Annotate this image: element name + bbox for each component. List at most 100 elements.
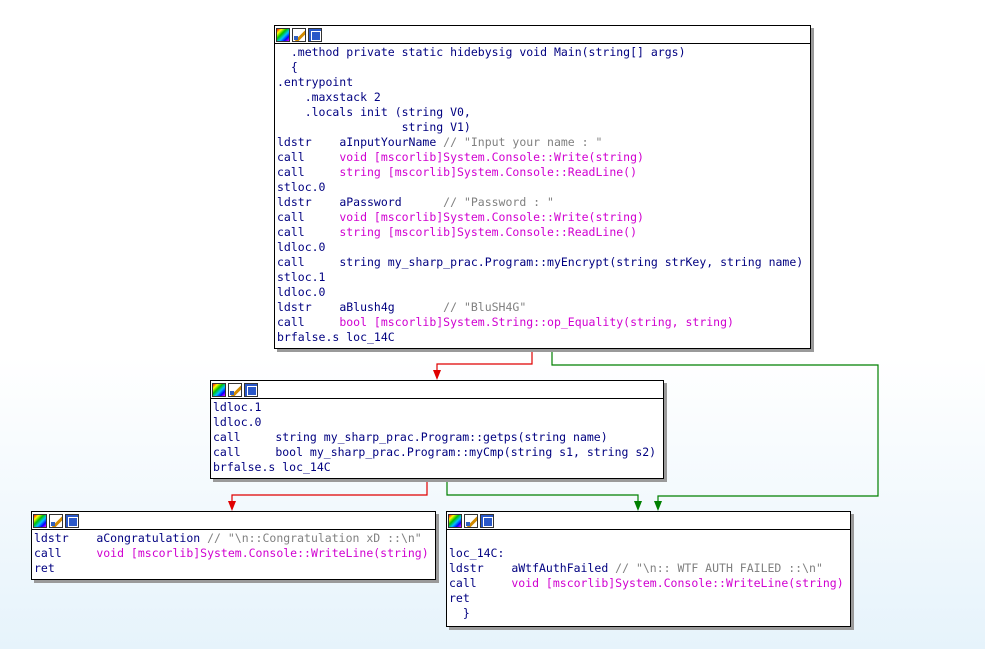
code-token: // "\n:: WTF AUTH FAILED ::\n" xyxy=(608,561,823,575)
code-token: { xyxy=(277,60,298,74)
graph-icon[interactable] xyxy=(480,513,494,528)
code-token: .maxstack 2 xyxy=(277,90,381,104)
color-icon[interactable] xyxy=(276,27,290,42)
node-header xyxy=(447,512,850,530)
code-token: ret xyxy=(449,591,470,605)
code-line[interactable]: call void [mscorlib]System.Console::Writ… xyxy=(277,210,808,225)
code-line[interactable]: brfalse.s loc_14C xyxy=(277,330,808,345)
code-token: call xyxy=(277,225,340,239)
code-token: // "Input your name : " xyxy=(436,135,603,149)
code-line[interactable]: ldloc.0 xyxy=(277,240,808,255)
code-line[interactable]: .locals init (string V0, xyxy=(277,105,808,120)
code-token: ldloc.1 xyxy=(213,400,262,414)
code-line[interactable]: { xyxy=(277,60,808,75)
code-line[interactable]: ldstr aPassword // "Password : " xyxy=(277,195,808,210)
code-line[interactable]: call bool my_sharp_prac.Program::myCmp(s… xyxy=(213,445,661,460)
code-line[interactable]: call string [mscorlib]System.Console::Re… xyxy=(277,165,808,180)
code-token: ldloc.0 xyxy=(213,415,262,429)
code-line[interactable]: ret xyxy=(34,561,433,576)
code-token: ldstr xyxy=(34,531,97,545)
code-token: .method private static hidebysig void Ma… xyxy=(277,45,686,59)
code-token: loc_14C: xyxy=(449,546,505,560)
color-icon[interactable] xyxy=(33,513,47,528)
graph-icon[interactable] xyxy=(244,382,258,397)
code-token: ret xyxy=(34,561,55,575)
code-line[interactable]: ret xyxy=(449,591,848,606)
code-line[interactable]: ldloc.0 xyxy=(213,415,661,430)
code-token: stloc.0 xyxy=(277,180,326,194)
code-token: string [mscorlib]System.Console::ReadLin… xyxy=(339,165,638,179)
code-token: string my_sharp_prac.Program::myEncrypt(… xyxy=(339,255,804,269)
code-token: } xyxy=(449,606,470,620)
node-header xyxy=(211,381,663,399)
code-line[interactable]: call void [mscorlib]System.Console::Writ… xyxy=(449,576,848,591)
color-icon[interactable] xyxy=(212,382,226,397)
code-token: // "\n::Congratulation xD ::\n" xyxy=(200,531,422,545)
code-line[interactable]: .maxstack 2 xyxy=(277,90,808,105)
code-line[interactable]: brfalse.s loc_14C xyxy=(213,460,661,475)
code-line[interactable]: } xyxy=(449,606,848,621)
code-token: call xyxy=(213,445,276,459)
code-token: stloc.1 xyxy=(277,270,326,284)
code-token: .locals init (string V0, xyxy=(277,105,471,119)
code-line[interactable]: ldloc.1 xyxy=(213,400,661,415)
edit-icon[interactable] xyxy=(464,513,478,528)
code-line[interactable]: stloc.1 xyxy=(277,270,808,285)
color-icon[interactable] xyxy=(448,513,462,528)
code-token: bool my_sharp_prac.Program::myCmp(string… xyxy=(275,445,657,459)
code-line[interactable]: ldstr aInputYourName // "Input your name… xyxy=(277,135,808,150)
code-token: void [mscorlib]System.Console::Write(str… xyxy=(339,210,644,224)
edit-icon[interactable] xyxy=(49,513,63,528)
code-token: .entrypoint xyxy=(277,75,354,89)
code-line[interactable]: string V1) xyxy=(277,120,808,135)
edit-icon[interactable] xyxy=(228,382,242,397)
code-token: void [mscorlib]System.Console::WriteLine… xyxy=(511,576,844,590)
code-token: call xyxy=(449,576,512,590)
code-token: string my_sharp_prac.Program::getps(stri… xyxy=(275,430,608,444)
code-line[interactable] xyxy=(449,531,848,546)
code-token: call xyxy=(34,546,97,560)
code-token: ldstr xyxy=(449,561,512,575)
code-token: ldloc.0 xyxy=(277,285,326,299)
code-line[interactable]: call string my_sharp_prac.Program::myEnc… xyxy=(277,255,808,270)
code-token: call xyxy=(213,430,276,444)
code-line[interactable]: ldstr aWtfAuthFailed // "\n:: WTF AUTH F… xyxy=(449,561,848,576)
node-header xyxy=(275,26,810,44)
edit-icon[interactable] xyxy=(292,27,306,42)
code-listing: loc_14C:ldstr aWtfAuthFailed // "\n:: WT… xyxy=(447,530,850,621)
code-token: brfalse.s loc_14C xyxy=(277,330,395,344)
code-line[interactable]: ldstr aCongratulation // "\n::Congratula… xyxy=(34,531,433,546)
code-line[interactable]: loc_14C: xyxy=(449,546,848,561)
code-line[interactable]: ldstr aBlush4g // "BluSH4G" xyxy=(277,300,808,315)
code-token: call xyxy=(277,255,340,269)
code-token: aBlush4g xyxy=(339,300,437,314)
code-token: bool [mscorlib]System.String::op_Equalit… xyxy=(339,315,734,329)
fail-block[interactable]: loc_14C:ldstr aWtfAuthFailed // "\n:: WT… xyxy=(446,511,851,627)
code-line[interactable]: stloc.0 xyxy=(277,180,808,195)
code-line[interactable]: .method private static hidebysig void Ma… xyxy=(277,45,808,60)
code-token: call xyxy=(277,150,340,164)
code-token: // "BluSH4G" xyxy=(436,300,527,314)
code-line[interactable]: call void [mscorlib]System.Console::Writ… xyxy=(34,546,433,561)
code-token: string V1) xyxy=(277,120,471,134)
graph-icon[interactable] xyxy=(65,513,79,528)
code-line[interactable]: call string [mscorlib]System.Console::Re… xyxy=(277,225,808,240)
code-token: void [mscorlib]System.Console::Write(str… xyxy=(339,150,644,164)
edge-main-to-check xyxy=(436,349,533,378)
main-block[interactable]: .method private static hidebysig void Ma… xyxy=(274,25,811,349)
code-token: string [mscorlib]System.Console::ReadLin… xyxy=(339,225,638,239)
code-line[interactable]: call bool [mscorlib]System.String::op_Eq… xyxy=(277,315,808,330)
code-line[interactable]: .entrypoint xyxy=(277,75,808,90)
graph-icon[interactable] xyxy=(308,27,322,42)
code-token: call xyxy=(277,210,340,224)
code-line[interactable]: call string my_sharp_prac.Program::getps… xyxy=(213,430,661,445)
code-line[interactable]: ldloc.0 xyxy=(277,285,808,300)
edge-check-to-fail xyxy=(446,479,639,509)
code-token: aPassword xyxy=(339,195,437,209)
code-token: aInputYourName xyxy=(339,135,437,149)
code-token: call xyxy=(277,315,340,329)
success-block[interactable]: ldstr aCongratulation // "\n::Congratula… xyxy=(31,511,436,580)
code-line[interactable]: call void [mscorlib]System.Console::Writ… xyxy=(277,150,808,165)
